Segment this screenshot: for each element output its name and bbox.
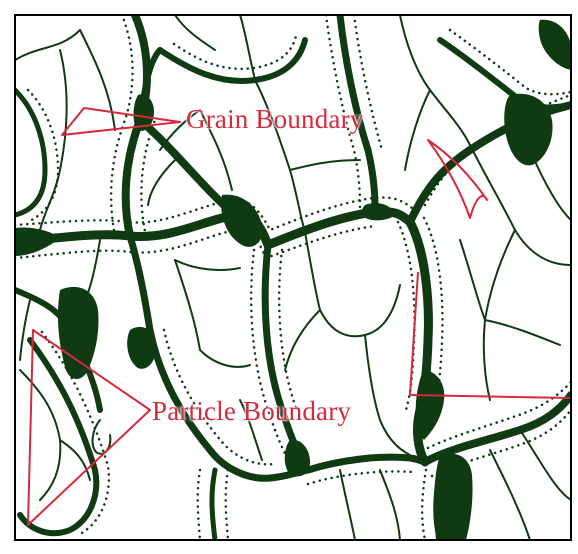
particle-boundary-label: Particle Boundary [152, 396, 351, 427]
grain-boundary-label: Grain Boundary [186, 104, 364, 135]
